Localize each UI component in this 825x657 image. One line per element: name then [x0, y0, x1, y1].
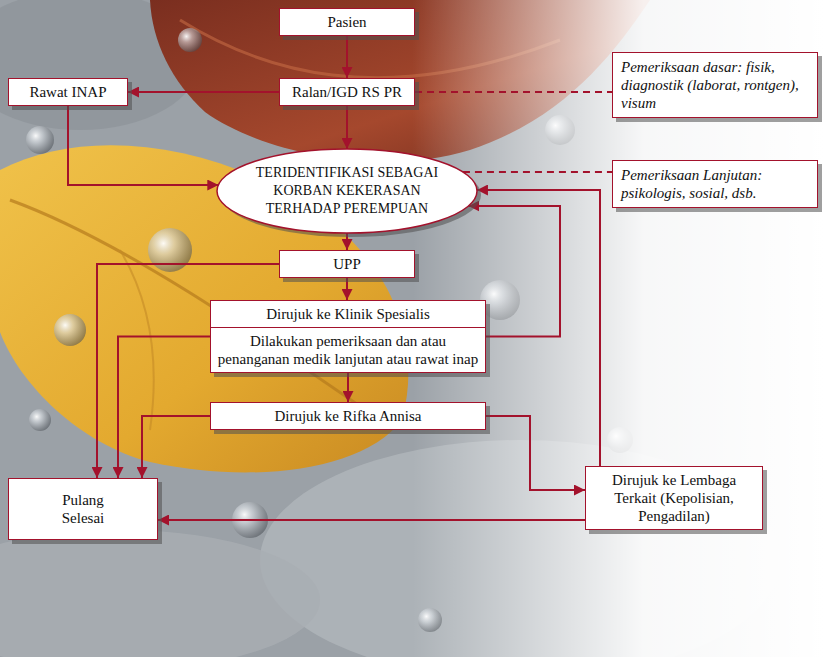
flow-arrow [477, 190, 600, 466]
box-label: Dirujuk ke Rifka Annisa [211, 403, 485, 429]
flow-arrow [346, 278, 348, 300]
flow-arrow [68, 106, 218, 185]
process-box: Dirujuk ke Rifka Annisa [210, 402, 486, 430]
flow-arrow [346, 36, 348, 78]
box-label: TERIDENTIFIKASI SEBAGAI KORBAN KEKERASAN… [245, 160, 449, 222]
flow-arrow [486, 416, 585, 490]
box-label: Ralan/IGD RS PR [280, 79, 414, 105]
flow-arrow [347, 373, 349, 402]
dashed-link [415, 91, 612, 93]
flow-arrow [346, 106, 348, 149]
dashed-link [463, 171, 612, 173]
process-box: UPP [279, 250, 415, 278]
note-box: Pemeriksaan Lanjutan: psikologis, sosial… [612, 160, 818, 208]
process-box: Dirujuk ke Klinik SpesialisDilakukan pem… [210, 300, 486, 373]
process-box: Pasien [279, 8, 415, 36]
box-heading: Dirujuk ke Klinik Spesialis [211, 301, 485, 328]
terminal-box: Pulang Selesai [8, 478, 158, 540]
box-label: Pulang Selesai [45, 487, 121, 531]
box-label: UPP [280, 251, 414, 277]
flow-arrow [142, 416, 210, 478]
note-box: Pemeriksaan dasar: fisik, diagnostik (la… [612, 52, 818, 118]
box-label: Dilakukan pemeriksaan dan atau penangana… [211, 328, 485, 372]
flow-arrow [128, 91, 279, 93]
box-label: Pasien [280, 9, 414, 35]
box-label: Rawat INAP [9, 79, 127, 105]
process-box: Dirujuk ke Lembaga Terkait (Kepolisian, … [585, 466, 763, 530]
box-label: Pemeriksaan dasar: fisik, diagnostik (la… [613, 53, 817, 117]
process-box: Rawat INAP [8, 78, 128, 106]
box-label: Dirujuk ke Lembaga Terkait (Kepolisian, … [586, 467, 762, 529]
process-box: Ralan/IGD RS PR [279, 78, 415, 106]
state-ellipse: TERIDENTIFIKASI SEBAGAI KORBAN KEKERASAN… [213, 145, 481, 237]
box-label: Pemeriksaan Lanjutan: psikologis, sosial… [613, 161, 817, 207]
ellipse-border [217, 149, 477, 233]
flow-arrow [158, 519, 585, 521]
flow-arrow [118, 337, 210, 479]
